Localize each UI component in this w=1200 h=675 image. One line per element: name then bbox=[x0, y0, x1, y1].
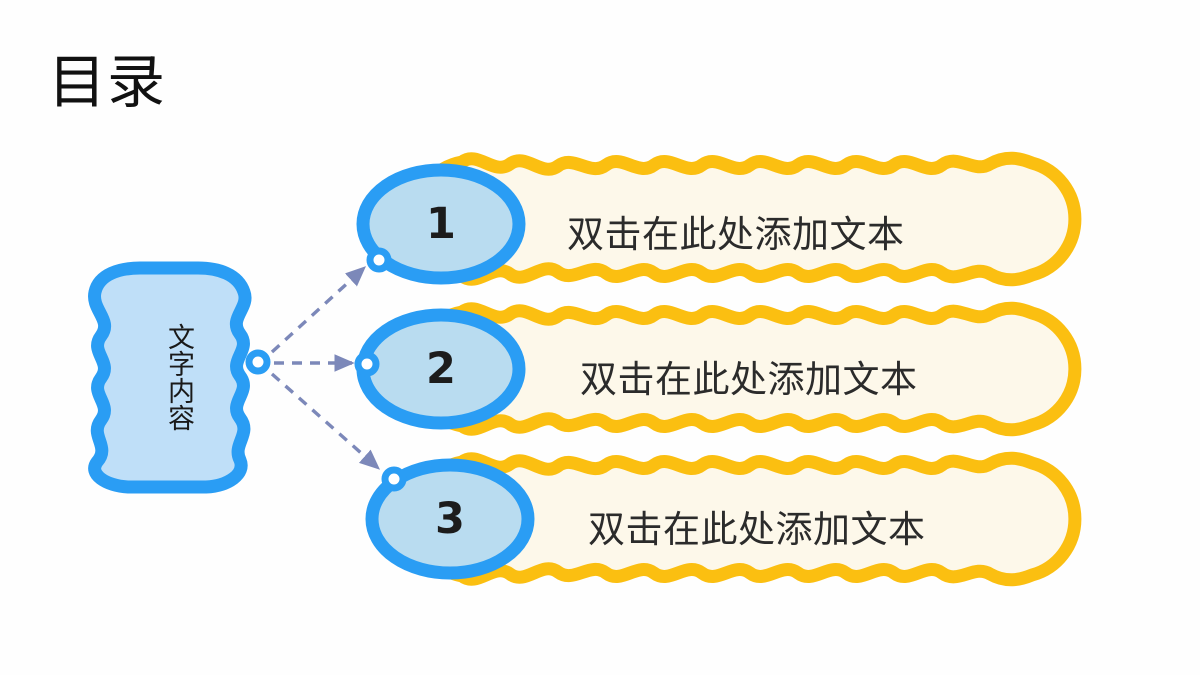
row-3[interactable] bbox=[365, 451, 1082, 587]
arrow-to-row-1 bbox=[270, 266, 367, 354]
row-3-text: 双击在此处添加文本 bbox=[588, 508, 926, 551]
row-1-number: 1 bbox=[426, 199, 456, 249]
row-2-number: 2 bbox=[426, 344, 456, 394]
arrow-to-row-3 bbox=[270, 372, 381, 470]
row-1-badge bbox=[356, 163, 526, 285]
center-node[interactable] bbox=[88, 261, 271, 494]
row-3-connector-dot bbox=[381, 466, 407, 492]
row-2-text: 双击在此处添加文本 bbox=[580, 358, 918, 401]
center-node-shape bbox=[88, 261, 252, 494]
row-3-pill bbox=[408, 451, 1082, 587]
row-2-connector-dot bbox=[354, 351, 380, 377]
row-3-number: 3 bbox=[435, 494, 465, 544]
page-title: 目录 bbox=[48, 48, 167, 116]
row-1-text: 双击在此处添加文本 bbox=[567, 213, 905, 256]
row-1-connector-dot bbox=[366, 247, 392, 273]
center-node-connector-dot bbox=[245, 349, 271, 375]
center-node-label: 文字内容 bbox=[163, 323, 194, 431]
row-1[interactable] bbox=[356, 151, 1082, 287]
row-3-badge bbox=[365, 458, 535, 580]
row-2-pill bbox=[408, 301, 1082, 437]
connector-arrows bbox=[270, 266, 381, 470]
row-2[interactable] bbox=[354, 301, 1082, 437]
row-1-pill bbox=[408, 151, 1082, 287]
